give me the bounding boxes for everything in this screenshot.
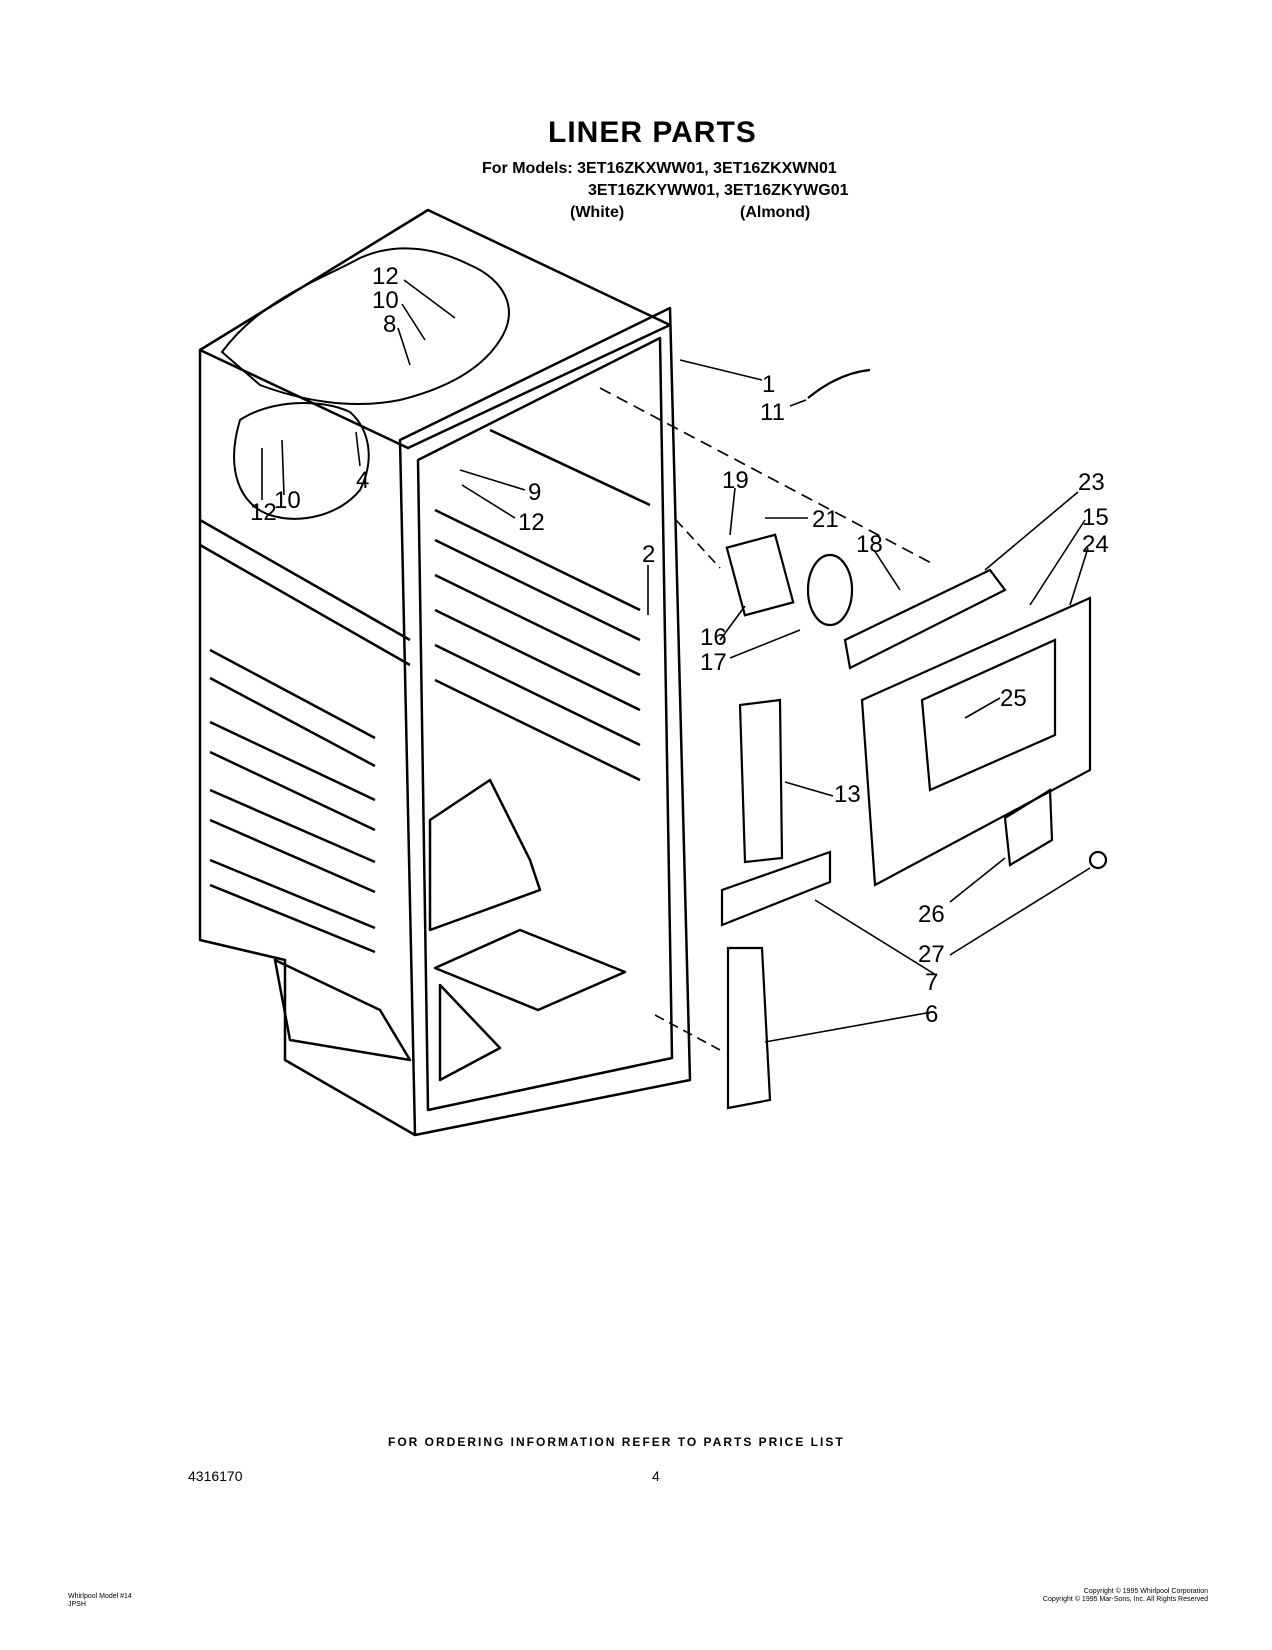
plug-part-27 <box>1088 850 1108 870</box>
models-line-2: 3ET16ZKYWW01, 3ET16ZKYWG01 <box>588 182 849 199</box>
baffle-part-7 <box>720 850 832 927</box>
callout-4: 4 <box>356 467 369 494</box>
callout-12-left: 12 <box>250 499 277 526</box>
callout-6: 6 <box>925 1001 938 1028</box>
color-almond-label: (Almond) <box>740 204 811 221</box>
leader-lines <box>261 279 1091 1051</box>
callout-18: 18 <box>856 531 883 558</box>
models-line-1: 3ET16ZKXWW01, 3ET16ZKXWN01 <box>577 160 837 177</box>
callout-27: 27 <box>918 941 945 968</box>
copyright-line-2: Copyright © 1995 Mar-Sons, Inc. All Righ… <box>1042 1596 1208 1603</box>
refrigerator-liner-body <box>198 208 692 1137</box>
footer-small-left: Whirlpool Model #14 JPSH <box>68 1593 132 1609</box>
models-label: For Models: <box>482 160 573 177</box>
top-cutout-areas <box>220 247 510 520</box>
duct-cover-part-13 <box>738 698 784 864</box>
ordering-info-note: FOR ORDERING INFORMATION REFER TO PARTS … <box>388 1435 845 1449</box>
freezer-panel-part-24 <box>860 596 1092 887</box>
fan-blade-part-17 <box>806 553 854 627</box>
document-number: 4316170 <box>188 1468 243 1484</box>
callout-2: 2 <box>642 541 655 568</box>
callout-8: 8 <box>383 311 396 338</box>
callout-16: 16 <box>700 624 727 651</box>
callout-labels: 1 2 4 6 7 8 9 10 10 11 12 12 12 13 15 16… <box>250 263 1109 1028</box>
callout-13: 13 <box>834 781 861 808</box>
callout-15: 15 <box>1082 504 1109 531</box>
vent-panel-part-25 <box>920 638 1057 792</box>
callout-12-mid: 12 <box>518 509 545 536</box>
callout-1: 1 <box>762 371 775 398</box>
footer-small-left-line-2: JPSH <box>68 1601 86 1608</box>
callout-25: 25 <box>1000 685 1027 712</box>
callout-10-left: 10 <box>274 487 301 514</box>
callout-26: 26 <box>918 901 945 928</box>
copyright-notice: Copyright © 1995 Whirlpool Corporation C… <box>1043 1588 1208 1604</box>
bracket-part-26 <box>1003 788 1054 867</box>
color-white-label: (White) <box>570 204 625 221</box>
callout-21: 21 <box>812 506 839 533</box>
page-title: LINER PARTS <box>548 116 757 149</box>
copyright-line-1: Copyright © 1995 Whirlpool Corporation <box>1083 1588 1208 1595</box>
callout-19: 19 <box>722 467 749 494</box>
footer-small-left-line-1: Whirlpool Model #14 <box>68 1593 132 1600</box>
air-duct-part-23 <box>843 568 1007 670</box>
callout-7: 7 <box>925 969 938 996</box>
page-number: 4 <box>652 1468 660 1484</box>
model-list: For Models: 3ET16ZKXWW01, 3ET16ZKXWN01 3… <box>482 158 849 202</box>
control-bracket-part-16 <box>725 533 795 617</box>
callout-9: 9 <box>528 479 541 506</box>
exploded-parts <box>720 368 1108 1110</box>
callout-11: 11 <box>760 399 785 426</box>
duct-part-6 <box>726 946 772 1110</box>
callout-24: 24 <box>1082 531 1109 558</box>
callout-10-top: 10 <box>372 287 399 314</box>
callout-23: 23 <box>1078 469 1105 496</box>
wire-harness-part-11 <box>807 368 871 399</box>
callout-17: 17 <box>700 649 727 676</box>
callout-12-top: 12 <box>372 263 399 290</box>
